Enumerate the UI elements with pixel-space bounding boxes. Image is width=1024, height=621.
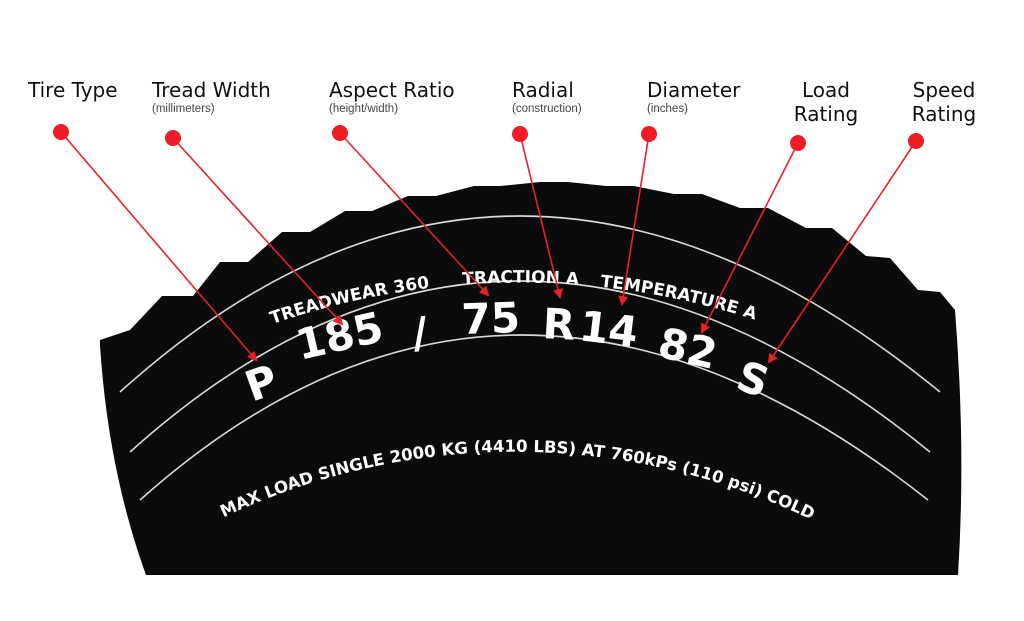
dot-tread-width: [165, 130, 181, 146]
dot-diameter: [641, 126, 657, 142]
dot-aspect-ratio: [332, 125, 348, 141]
pointer-dots: [53, 124, 924, 151]
tire-groove-lower: [139, 334, 929, 501]
size-diameter: 14: [577, 301, 641, 357]
arrow-load-rating: [701, 142, 799, 334]
arrow-diameter: [618, 133, 650, 306]
dot-radial: [512, 126, 528, 142]
label-load-rating: Rating: [794, 102, 858, 126]
tire-body: [100, 182, 962, 575]
tire-groove-middle: [129, 280, 931, 453]
size-radial: R: [541, 299, 576, 350]
label-tread-width: Tread Width: [151, 78, 271, 102]
label-speed: Speed: [913, 78, 976, 102]
labels: Tire Type Tread Width (millimeters) Aspe…: [27, 78, 976, 126]
tire-shape: [100, 182, 962, 575]
size-aspect: 75: [461, 293, 521, 344]
label-diameter-sub: (inches): [647, 103, 688, 115]
tire-groove-upper: [119, 215, 941, 393]
dot-load-rating: [790, 135, 806, 151]
label-diameter: Diameter: [647, 78, 741, 102]
label-tread-width-sub: (millimeters): [152, 103, 215, 115]
label-aspect-ratio: Aspect Ratio: [329, 78, 455, 102]
label-radial: Radial: [512, 78, 574, 102]
traction-text: TRACTION A: [462, 268, 581, 290]
label-speed-rating: Rating: [912, 102, 976, 126]
arrow-tread-width: [172, 137, 344, 326]
label-radial-sub: (construction): [512, 103, 582, 115]
label-tire-type: Tire Type: [27, 78, 118, 102]
traction-path: TRACTION A: [462, 268, 581, 290]
arrow-aspect-ratio: [339, 132, 490, 297]
label-aspect-ratio-sub: (height/width): [329, 103, 398, 115]
dot-speed-rating: [908, 133, 924, 149]
pointer-arrows: [60, 131, 917, 364]
arrow-speed-rating: [767, 140, 917, 364]
dot-tire-type: [53, 124, 69, 140]
arrow-tire-type: [60, 131, 258, 362]
size-slash: /: [409, 307, 431, 358]
arrow-radial: [519, 133, 563, 299]
label-load: Load: [802, 78, 850, 102]
